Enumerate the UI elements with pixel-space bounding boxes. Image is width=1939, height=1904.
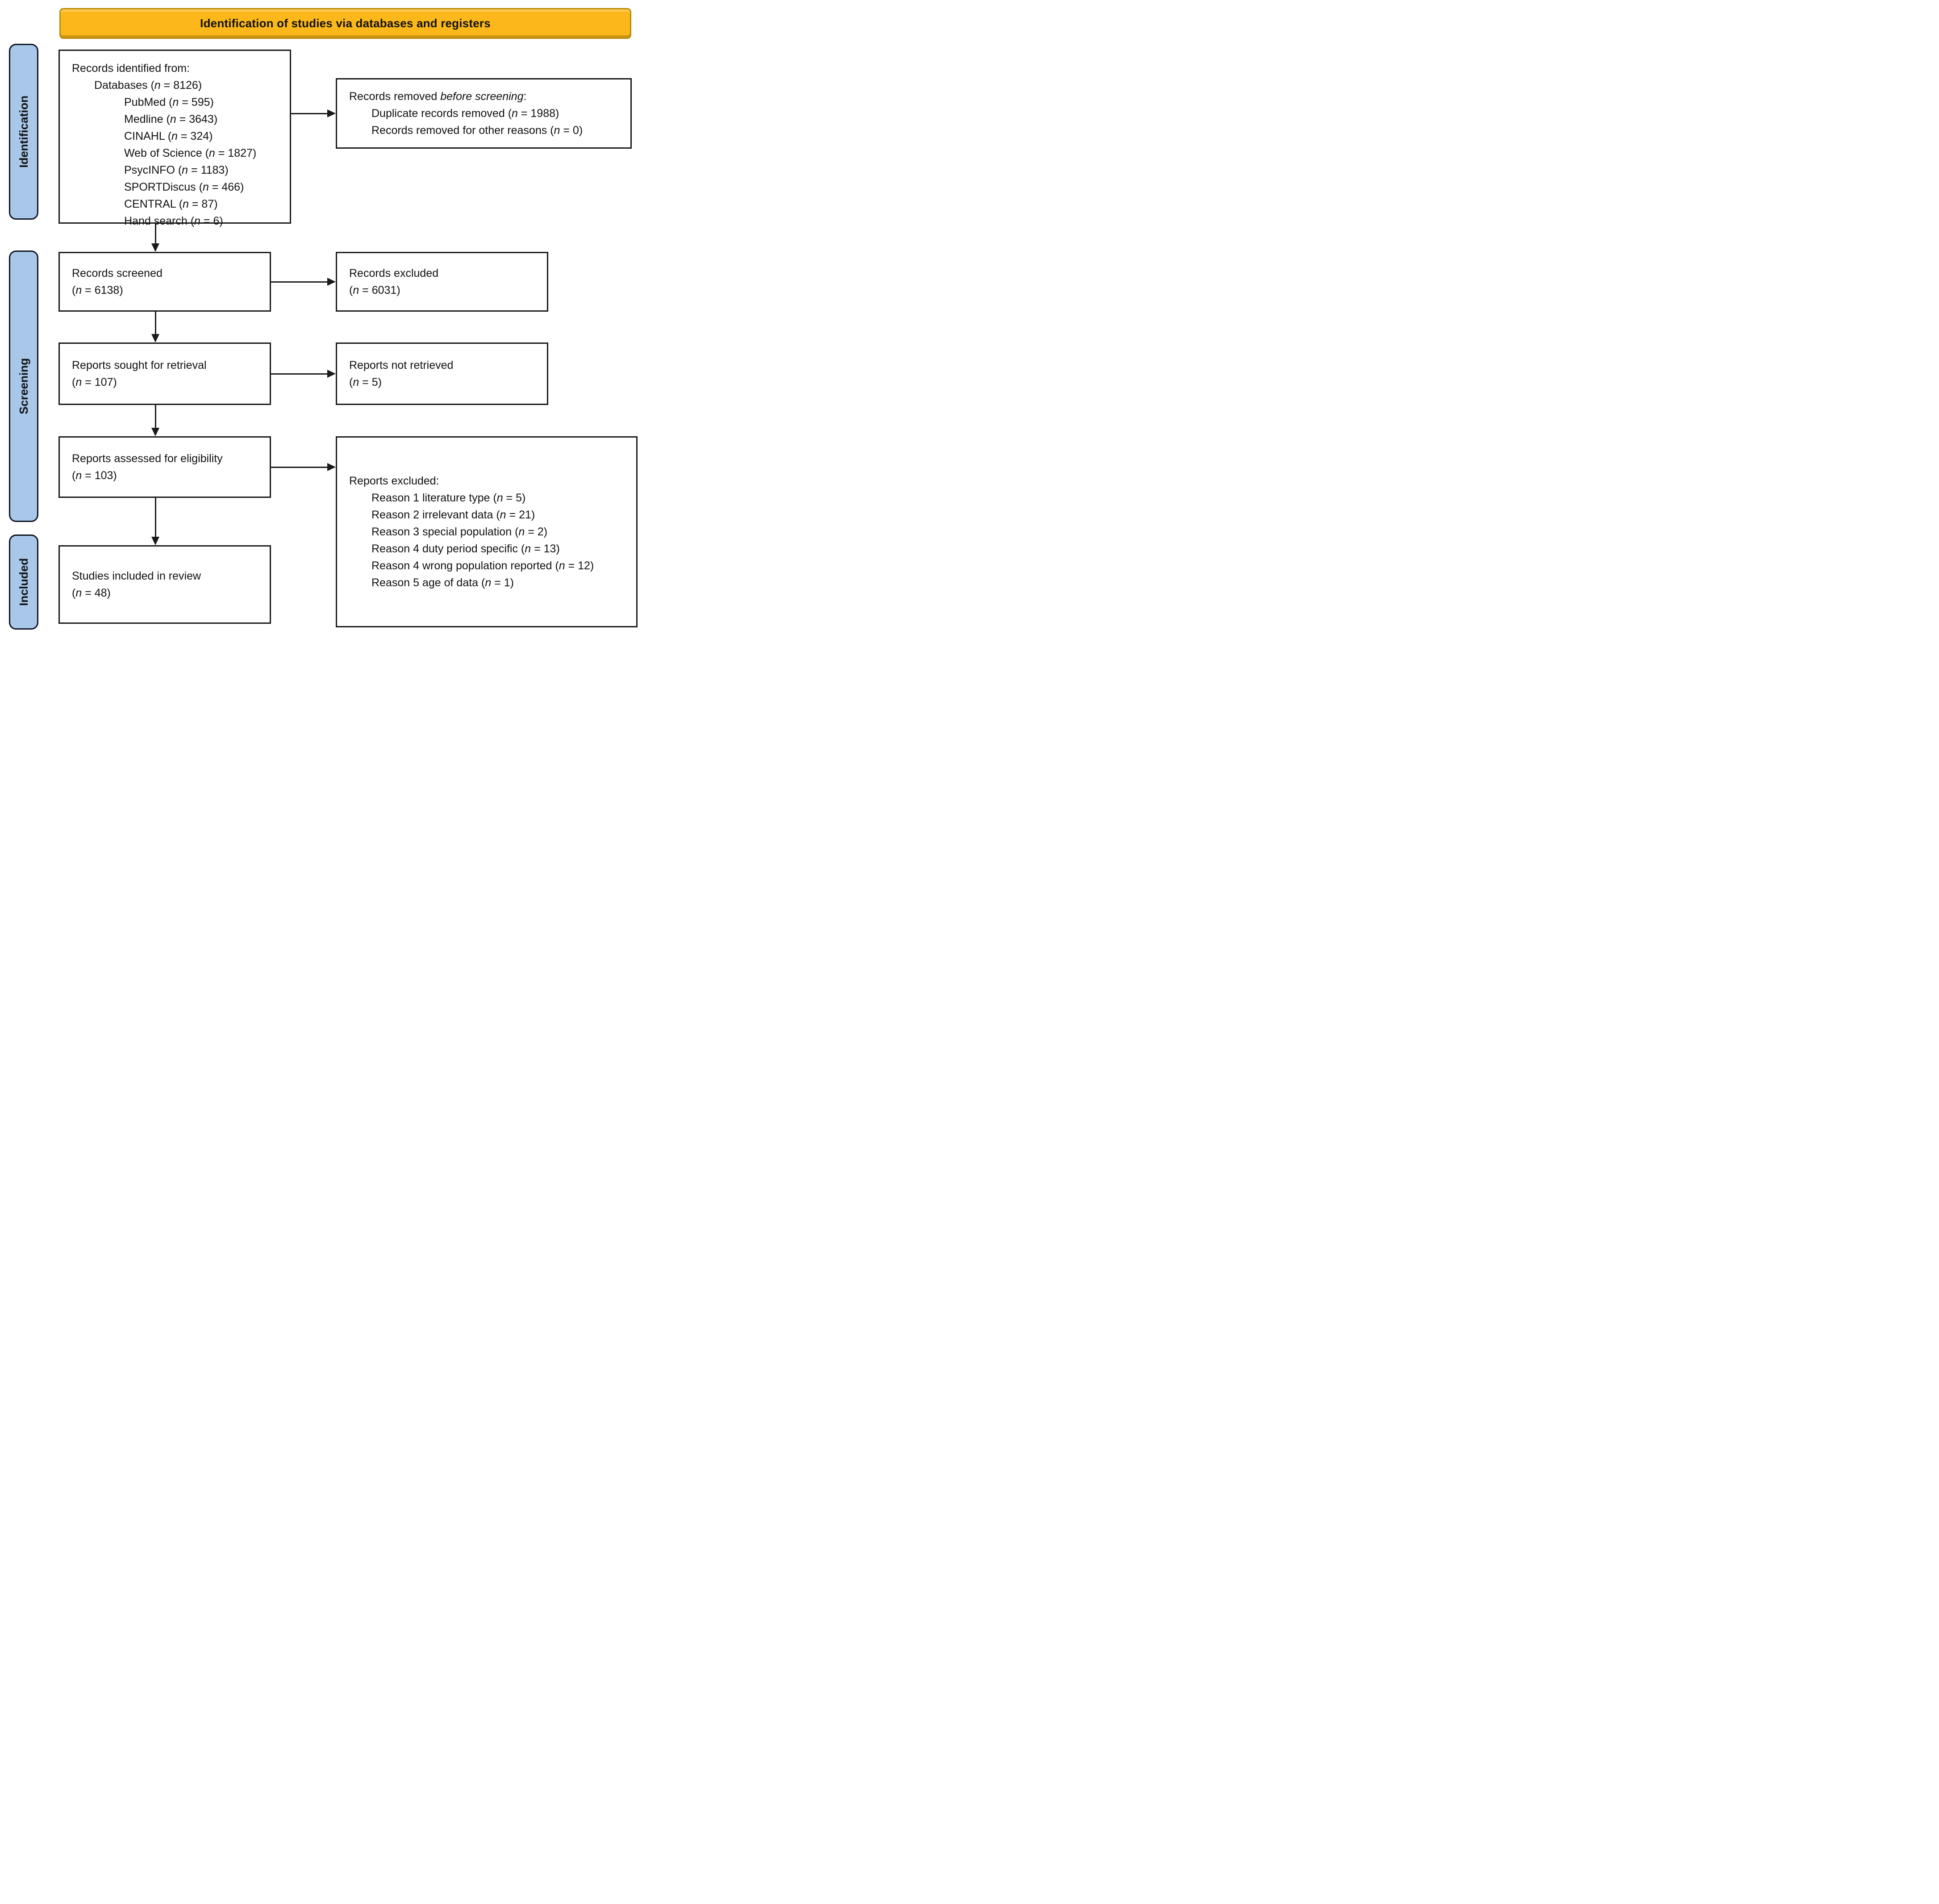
box-records-identified: Records identified from: Databases (n = …: [58, 50, 291, 227]
arrowhead-right-icon: [327, 463, 336, 471]
stage-label-included: Included: [17, 558, 30, 606]
arrow-identified-to-removed: [291, 109, 336, 117]
box-line: Records removed for other reasons (n = 0…: [371, 124, 583, 137]
box-line: (n = 103): [72, 469, 117, 482]
arrow-screened-to-excluded: [271, 278, 336, 286]
box-reports-assessed: Reports assessed for eligibility (n = 10…: [58, 436, 271, 498]
box-line: Medline (n = 3643): [124, 113, 218, 125]
box-line: SPORTDiscus (n = 466): [124, 181, 244, 193]
arrow-assessed-to-included: [151, 498, 159, 545]
box-line: (n = 48): [72, 587, 111, 599]
arrowhead-right-icon: [327, 370, 336, 378]
box-reports-sought: Reports sought for retrieval (n = 107): [58, 342, 271, 405]
stage-band-screening: Screening: [9, 251, 38, 522]
box-studies-included: Studies included in review (n = 48): [58, 545, 271, 624]
arrow-sought-to-not-retrieved: [271, 370, 336, 378]
arrow-shaft: [154, 224, 156, 245]
box-line: (n = 107): [72, 376, 117, 388]
box-line: Duplicate records removed (n = 1988): [371, 107, 559, 120]
box-line: PsycINFO (n = 1183): [124, 164, 229, 176]
box-line: Reason 5 age of data (n = 1): [371, 576, 514, 589]
arrowhead-down-icon: [151, 243, 159, 252]
arrow-screened-to-sought: [151, 312, 159, 342]
arrow-identified-to-screened: [151, 224, 159, 252]
arrow-shaft: [154, 405, 156, 429]
arrow-shaft: [271, 466, 329, 468]
box-line: PubMed (n = 595): [124, 96, 214, 109]
box-line: Records removed before screening:: [349, 90, 527, 103]
box-line: (n = 6138): [72, 284, 123, 296]
arrowhead-right-icon: [327, 278, 336, 286]
box-line: Records excluded: [349, 267, 439, 280]
box-line: CINAHL (n = 324): [124, 130, 213, 142]
arrowhead-down-icon: [151, 537, 159, 545]
box-reports-not-retrieved: Reports not retrieved (n = 5): [336, 342, 548, 405]
box-line: Reason 3 special population (n = 2): [371, 526, 548, 538]
box-records-removed: Records removed before screening: Duplic…: [336, 78, 632, 149]
box-line: Records screened: [72, 267, 163, 280]
box-line: (n = 5): [349, 376, 382, 388]
box-line: Web of Science (n = 1827): [124, 147, 257, 159]
stage-band-included: Included: [9, 534, 38, 630]
box-line: Databases (n = 8126): [94, 79, 202, 92]
box-line: Records identified from:: [72, 62, 190, 75]
box-reports-excluded: Reports excluded: Reason 1 literature ty…: [336, 436, 638, 627]
stage-label-identification: Identification: [17, 96, 30, 168]
box-line: (n = 6031): [349, 284, 400, 296]
box-line: Reason 4 duty period specific (n = 13): [371, 543, 560, 555]
box-line: Reports sought for retrieval: [72, 359, 207, 372]
box-records-excluded: Records excluded (n = 6031): [336, 252, 548, 312]
arrow-shaft: [271, 373, 329, 375]
diagram-title-banner: Identification of studies via databases …: [59, 8, 631, 39]
stage-label-screening: Screening: [17, 358, 30, 414]
box-line: Reason 2 irrelevant data (n = 21): [371, 509, 535, 521]
box-line: Reports excluded:: [349, 475, 439, 487]
arrow-shaft: [271, 281, 329, 283]
arrow-assessed-to-reports-excluded: [271, 463, 336, 471]
stage-band-identification: Identification: [9, 44, 38, 220]
arrowhead-right-icon: [327, 109, 336, 117]
arrowhead-down-icon: [151, 428, 159, 436]
arrow-shaft: [154, 312, 156, 335]
arrowhead-down-icon: [151, 334, 159, 342]
prisma-flow-diagram: Identification of studies via databases …: [0, 0, 646, 635]
box-line: Reason 1 literature type (n = 5): [371, 492, 526, 504]
diagram-title: Identification of studies via databases …: [200, 17, 491, 30]
box-line: Hand search (n = 6): [124, 215, 223, 227]
box-records-screened: Records screened (n = 6138): [58, 252, 271, 312]
box-line: CENTRAL (n = 87): [124, 198, 218, 210]
box-line: Reason 4 wrong population reported (n = …: [371, 560, 594, 572]
box-line: Reports assessed for eligibility: [72, 452, 223, 465]
arrow-sought-to-assessed: [151, 405, 159, 436]
box-line: Reports not retrieved: [349, 359, 454, 372]
box-line: Studies included in review: [72, 570, 201, 582]
arrow-shaft: [291, 113, 329, 114]
arrow-shaft: [154, 498, 156, 538]
